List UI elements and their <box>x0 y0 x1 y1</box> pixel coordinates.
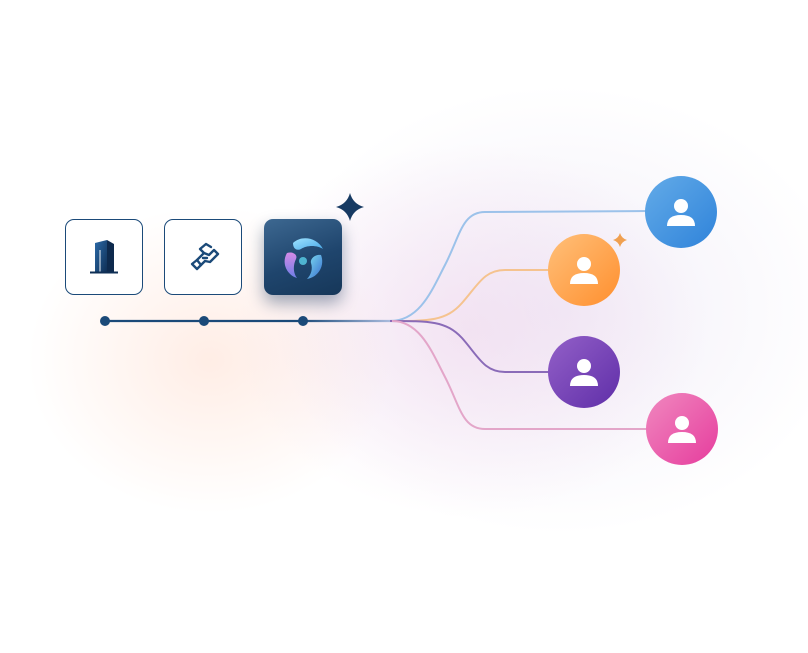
user-icon <box>570 359 598 386</box>
user-icon <box>668 416 696 443</box>
branch-line-blue <box>389 210 651 322</box>
timeline-node-1 <box>100 316 110 326</box>
user-icon <box>667 199 695 226</box>
timeline-node-3 <box>298 316 308 326</box>
stage-tile-handshake <box>164 219 242 295</box>
recipient-avatar-pink <box>646 393 718 465</box>
sparkle-small-icon <box>613 233 627 247</box>
user-icon <box>570 257 598 284</box>
stage-tile-building <box>65 219 143 295</box>
stage-tile-platform <box>264 219 342 295</box>
branch-line-purple <box>389 320 552 373</box>
recipient-avatar-purple <box>548 336 620 408</box>
handshake-icon <box>190 242 220 271</box>
timeline-node-2 <box>199 316 209 326</box>
building-icon <box>90 240 118 274</box>
recipient-avatar-blue <box>645 176 717 248</box>
sparkle-icon <box>336 193 364 221</box>
branch-line-pink <box>391 320 652 430</box>
platform-logo-icon <box>284 238 323 279</box>
branch-line-orange <box>389 269 552 322</box>
recipient-avatar-orange <box>548 234 620 306</box>
